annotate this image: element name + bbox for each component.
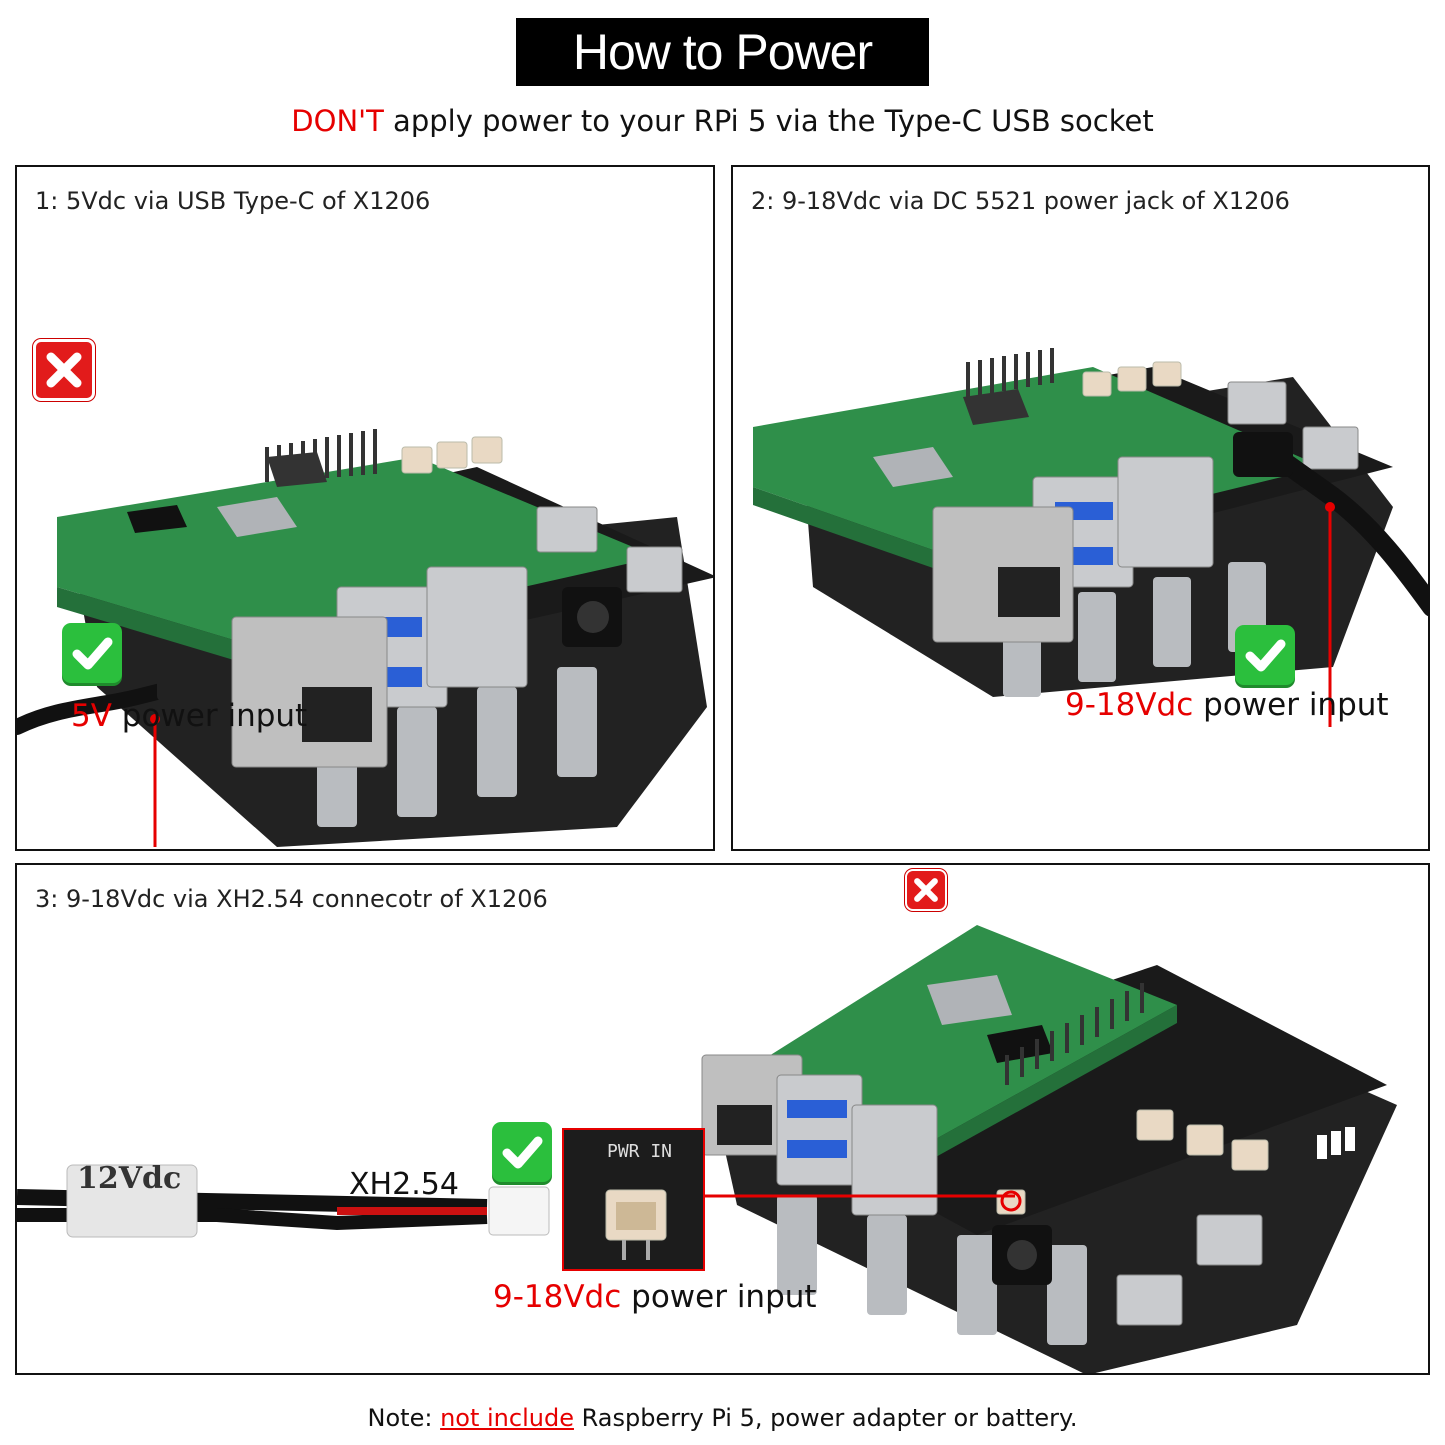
pwr-in-closeup [562, 1128, 705, 1271]
power-voltage-1: 5V [71, 698, 112, 734]
panel-dc-jack: 2: 9-18Vdc via DC 5521 power jack of X12… [731, 165, 1430, 851]
power-cable [17, 1145, 577, 1269]
note-prefix: Note: [367, 1404, 441, 1432]
close-icon [33, 339, 95, 401]
board-photo-1 [17, 287, 713, 847]
panel-usb-type-c: 1: 5Vdc via USB Type-C of X1206 [15, 165, 715, 851]
close-icon [905, 869, 947, 911]
connector-type-label: XH2.54 [349, 1167, 459, 1202]
power-input-label-1: 5V power input [71, 698, 307, 734]
power-input-label-2: 9-18Vdc power input [1065, 687, 1389, 723]
power-rest-3: power input [621, 1279, 817, 1315]
check-icon [62, 623, 122, 683]
warning-text: DON'T apply power to your RPi 5 via the … [0, 104, 1445, 138]
board-photo-3 [677, 905, 1417, 1373]
cable-voltage-tag: 12Vdc [77, 1161, 182, 1196]
power-input-label-3: 9-18Vdc power input [493, 1279, 817, 1315]
panel-xh254-connector: 3: 9-18Vdc via XH2.54 connecotr of X1206 [15, 863, 1430, 1375]
note-highlight: not include [440, 1404, 574, 1432]
footnote: Note: not include Raspberry Pi 5, power … [0, 1404, 1445, 1432]
panel-2-label: 2: 9-18Vdc via DC 5521 power jack of X12… [751, 187, 1290, 215]
board-photo-2 [733, 307, 1428, 727]
page-title: How to Power [516, 18, 929, 86]
power-rest-2: power input [1193, 687, 1389, 723]
note-rest: Raspberry Pi 5, power adapter or battery… [573, 1404, 1078, 1432]
power-rest-1: power input [111, 698, 308, 734]
power-voltage-3: 9-18Vdc [493, 1279, 622, 1315]
check-icon [1235, 625, 1295, 685]
check-icon [492, 1122, 552, 1182]
warning-rest: apply power to your RPi 5 via the Type-C… [383, 104, 1154, 138]
panel-1-label: 1: 5Vdc via USB Type-C of X1206 [35, 187, 431, 215]
panel-3-label: 3: 9-18Vdc via XH2.54 connecotr of X1206 [35, 885, 548, 913]
power-voltage-2: 9-18Vdc [1065, 687, 1194, 723]
pwr-in-label: PWR IN [607, 1141, 673, 1162]
warning-dont: DON'T [291, 104, 384, 138]
pointer-line [705, 1185, 1015, 1198]
